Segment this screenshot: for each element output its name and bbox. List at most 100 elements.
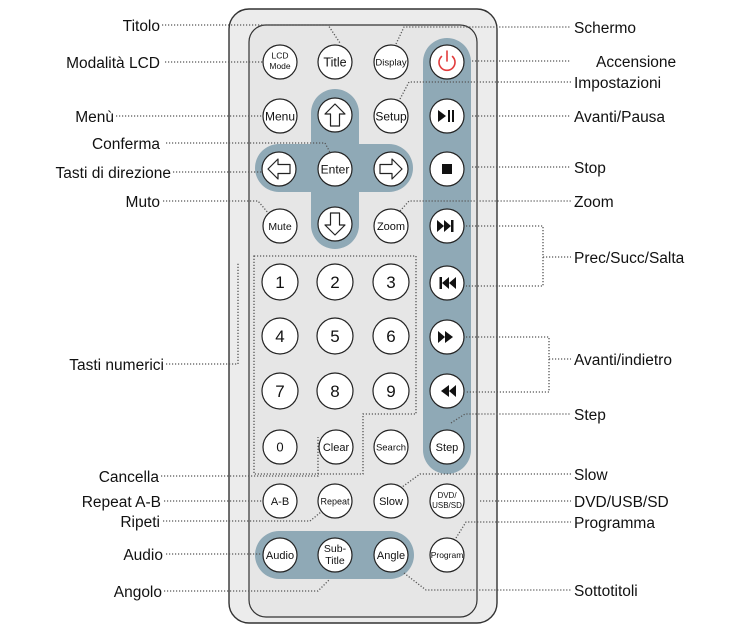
rewind-button[interactable] xyxy=(429,373,465,409)
label-accensione: Accensione xyxy=(596,54,676,71)
repeat-button[interactable]: Repeat xyxy=(317,483,353,519)
rewind-icon xyxy=(441,385,456,397)
title-button[interactable]: Title xyxy=(317,44,353,80)
label-dvd-usb-sd: DVD/USB/SD xyxy=(574,494,669,511)
repeat-button-label: Repeat xyxy=(320,497,350,507)
subtitle-button[interactable]: Sub- Title xyxy=(317,537,353,573)
leader-lines-left xyxy=(116,24,341,592)
num-4-button[interactable]: 4 xyxy=(261,317,299,355)
label-menu: Menù xyxy=(75,109,114,126)
slow-button-label: Slow xyxy=(379,496,403,508)
num-6-button[interactable]: 6 xyxy=(372,317,410,355)
step-button[interactable]: Step xyxy=(429,429,465,465)
title-button-label: Title xyxy=(323,56,346,70)
stop-icon xyxy=(442,164,452,174)
audio-button-label: Audio xyxy=(266,550,294,562)
program-button[interactable]: Program xyxy=(429,537,465,573)
num-8-button[interactable]: 8 xyxy=(316,372,354,410)
prev-button[interactable] xyxy=(429,265,465,301)
label-prec-succ-salta: Prec/Succ/Salta xyxy=(574,250,685,267)
fast-forward-icon xyxy=(438,331,453,343)
down-button[interactable] xyxy=(317,206,353,242)
label-titolo: Titolo xyxy=(123,18,160,35)
label-impostazioni: Impostazioni xyxy=(574,75,661,92)
enter-button[interactable]: Enter xyxy=(317,151,353,187)
arrow-up-icon xyxy=(324,103,346,127)
right-button[interactable] xyxy=(373,151,409,187)
menu-button-label: Menu xyxy=(265,110,295,124)
power-icon xyxy=(438,50,456,72)
label-avanti-indietro: Avanti/indietro xyxy=(574,352,672,369)
label-programma: Programma xyxy=(574,515,655,532)
leader-lines-right xyxy=(395,26,571,591)
num-3-label: 3 xyxy=(386,273,395,292)
label-zoom: Zoom xyxy=(574,194,614,211)
label-muto: Muto xyxy=(126,194,160,211)
setup-button[interactable]: Setup xyxy=(373,98,409,134)
step-button-label: Step xyxy=(436,442,459,454)
label-tasti-numerici: Tasti numerici xyxy=(69,357,164,374)
mute-button[interactable]: Mute xyxy=(262,208,298,244)
display-button[interactable]: Display xyxy=(373,44,409,80)
skip-next-icon xyxy=(437,220,454,232)
play-pause-button[interactable] xyxy=(429,98,465,134)
num-9-button[interactable]: 9 xyxy=(372,372,410,410)
label-cancella: Cancella xyxy=(99,469,160,486)
setup-button-label: Setup xyxy=(375,110,407,124)
stop-button[interactable] xyxy=(429,151,465,187)
label-avanti-pausa: Avanti/Pausa xyxy=(574,109,665,126)
label-modalita-lcd: Modalità LCD xyxy=(66,55,160,72)
num-7-button[interactable]: 7 xyxy=(261,372,299,410)
num-5-button[interactable]: 5 xyxy=(316,317,354,355)
label-tasti-direzione: Tasti di direzione xyxy=(56,165,171,182)
num-1-button[interactable]: 1 xyxy=(261,263,299,301)
ab-button-label: A-B xyxy=(271,496,289,508)
label-angolo: Angolo xyxy=(114,584,162,601)
audio-button[interactable]: Audio xyxy=(262,537,298,573)
enter-button-label: Enter xyxy=(321,163,350,177)
menu-button[interactable]: Menu xyxy=(262,98,298,134)
num-0-label: 0 xyxy=(276,440,283,455)
play-pause-icon xyxy=(438,110,454,122)
label-audio: Audio xyxy=(123,547,163,564)
angle-button-label: Angle xyxy=(377,550,405,562)
num-7-label: 7 xyxy=(275,382,284,401)
dvd-usb-sd-button[interactable]: DVD/ USB/SD xyxy=(429,483,465,519)
skip-previous-icon xyxy=(439,277,456,289)
subtitle-label-line2: Title xyxy=(325,555,345,567)
lcd-mode-label-line1: LCD xyxy=(271,51,288,61)
num-1-label: 1 xyxy=(275,273,284,292)
label-repeat-ab: Repeat A-B xyxy=(82,494,161,511)
num-9-label: 9 xyxy=(386,382,395,401)
angle-button[interactable]: Angle xyxy=(373,537,409,573)
power-button[interactable] xyxy=(429,44,465,80)
ab-button[interactable]: A-B xyxy=(262,483,298,519)
num-0-button[interactable]: 0 xyxy=(262,429,298,465)
label-stop: Stop xyxy=(574,160,606,177)
num-2-label: 2 xyxy=(330,273,339,292)
num-3-button[interactable]: 3 xyxy=(372,263,410,301)
zoom-button[interactable]: Zoom xyxy=(373,208,409,244)
num-6-label: 6 xyxy=(386,327,395,346)
slow-button[interactable]: Slow xyxy=(373,483,409,519)
numeric-keys-outline xyxy=(253,255,417,475)
dvd-usb-sd-label-line2: USB/SD xyxy=(432,501,462,510)
label-ripeti: Ripeti xyxy=(120,514,160,531)
display-button-label: Display xyxy=(375,58,406,69)
num-4-label: 4 xyxy=(275,327,284,346)
num-2-button[interactable]: 2 xyxy=(316,263,354,301)
left-button[interactable] xyxy=(261,151,297,187)
lcd-mode-button[interactable]: LCD Mode xyxy=(262,44,298,80)
clear-button[interactable]: Clear xyxy=(318,429,354,465)
forward-button[interactable] xyxy=(429,319,465,355)
arrow-down-icon xyxy=(324,212,346,236)
search-button[interactable]: Search xyxy=(373,429,409,465)
arrow-left-icon xyxy=(267,158,291,180)
label-slow: Slow xyxy=(574,467,608,484)
next-button[interactable] xyxy=(429,208,465,244)
label-step: Step xyxy=(574,407,606,424)
lcd-mode-label-line2: Mode xyxy=(269,61,291,71)
label-conferma: Conferma xyxy=(92,136,160,153)
up-button[interactable] xyxy=(317,97,353,133)
